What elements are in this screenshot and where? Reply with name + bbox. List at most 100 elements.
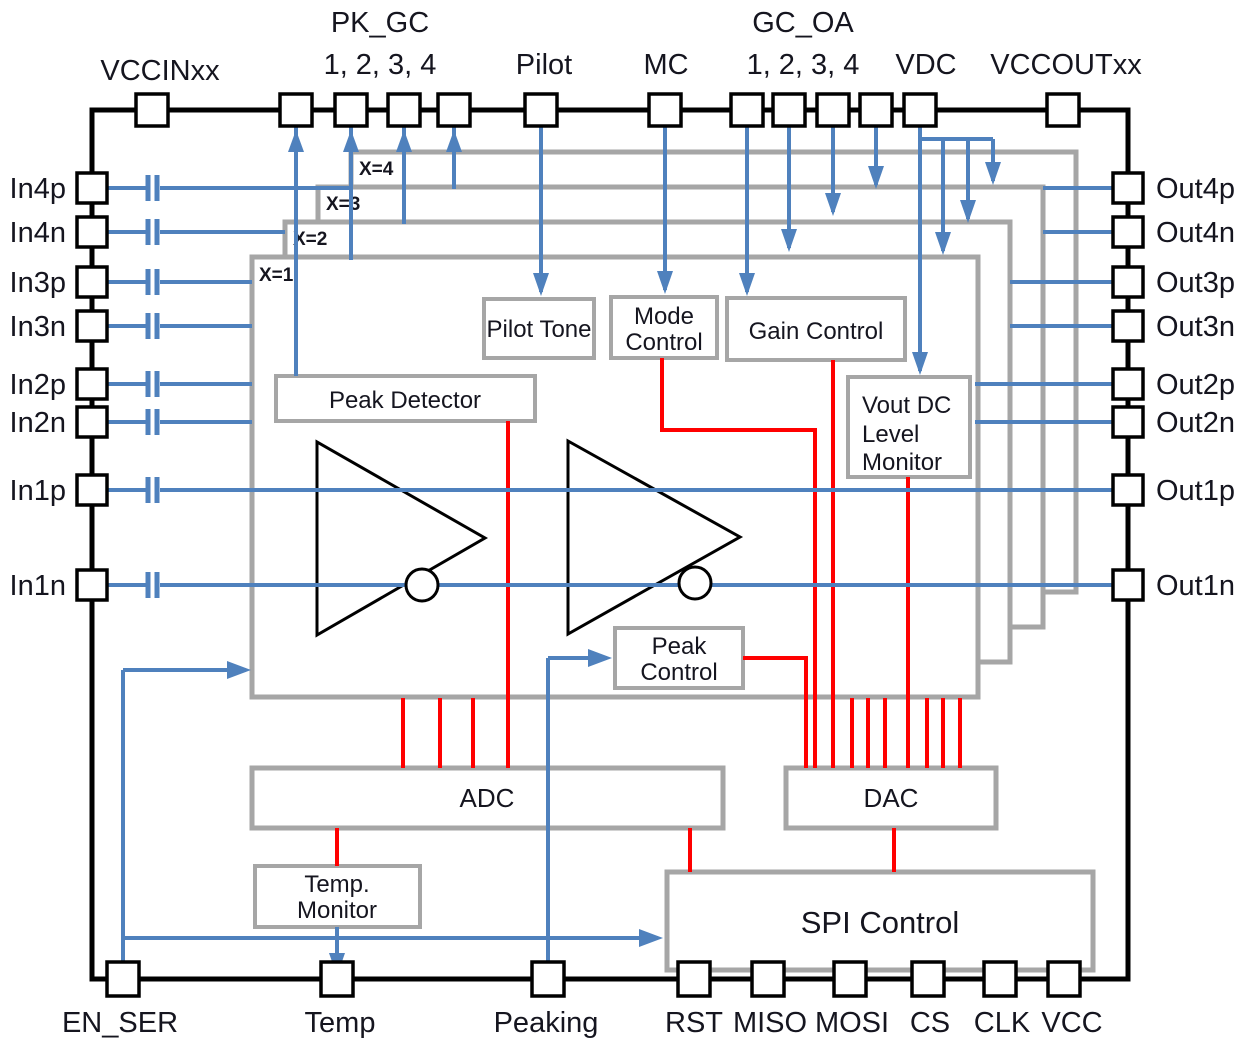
pin-pk-gc-4: [436, 92, 472, 128]
bottom-label-cs: CS: [910, 1007, 950, 1039]
arrow-up-icon: [396, 130, 412, 152]
bottom-label-mosi: MOSI: [815, 1007, 889, 1039]
arrow-down-icon: [960, 200, 976, 223]
pin-pk-gc-1: [278, 92, 314, 128]
top-label-gc-oa: GC_OA: [752, 7, 854, 39]
pin-in4n: [75, 215, 109, 249]
peak-detector-block: [274, 374, 537, 423]
right-label-out1p: Out1p: [1156, 475, 1235, 507]
pin-vdc: [902, 92, 938, 128]
gain-control-label: Gain Control: [749, 318, 884, 345]
left-label-in4n: In4n: [10, 217, 66, 249]
pin-mosi: [832, 960, 868, 998]
peak-control-label-line2: Control: [640, 659, 717, 686]
temp-monitor-block: [253, 864, 422, 929]
pin-in3p: [75, 265, 109, 299]
pins: [75, 92, 1145, 998]
pin-in2n: [75, 405, 109, 439]
pilot-tone-block: [482, 297, 596, 360]
arrow-down-icon: [657, 271, 673, 294]
channel-label-x1: X=1: [259, 265, 294, 286]
pin-gc-oa-2: [771, 92, 807, 128]
right-label-out3n: Out3n: [1156, 311, 1235, 343]
peak-control-to-dac-line: [743, 656, 808, 768]
left-label-in2p: In2p: [10, 369, 66, 401]
vout-dc-monitor-block: [846, 375, 972, 479]
input-line-in4n: [107, 219, 285, 245]
top-label-pk-gc-numbers: 1, 2, 3, 4: [324, 49, 437, 81]
pin-peaking: [530, 960, 566, 998]
arrow-down-icon: [739, 273, 755, 296]
right-label-out3p: Out3p: [1156, 267, 1235, 299]
bottom-label-temp: Temp: [305, 1007, 376, 1039]
left-label-in1n: In1n: [10, 570, 66, 602]
right-label-out4p: Out4p: [1156, 173, 1235, 205]
dac-label: DAC: [864, 783, 919, 813]
input-line-in3p: [107, 269, 252, 295]
channel-label-x4: X=4: [359, 159, 394, 180]
arrow-up-icon: [446, 130, 462, 152]
pin-pilot: [523, 92, 559, 128]
pin-out2p: [1111, 367, 1145, 401]
vout-dc-monitor-label-line1: Vout DC: [862, 392, 951, 419]
pin-cs: [910, 960, 946, 998]
vout-dc-monitor-label-line2: Level: [862, 421, 919, 448]
pin-gc-oa-1: [729, 92, 765, 128]
left-label-in3p: In3p: [10, 267, 66, 299]
input-line-in1p: [107, 477, 1128, 503]
bottom-label-peaking: Peaking: [494, 1007, 599, 1039]
left-label-in4p: In4p: [10, 173, 66, 205]
bottom-label-vcc: VCC: [1041, 1007, 1102, 1039]
peak-detector-label: Peak Detector: [329, 387, 481, 414]
pin-clk: [982, 960, 1018, 998]
peak-control-label-line1: Peak: [652, 633, 708, 660]
left-label-in3n: In3n: [10, 311, 66, 343]
bottom-label-rst: RST: [665, 1007, 723, 1039]
bottom-label-miso: MISO: [733, 1007, 807, 1039]
pin-out1p: [1111, 473, 1145, 507]
pin-labels: VCCINxx PK_GC 1, 2, 3, 4 Pilot MC GC_OA …: [10, 7, 1235, 1039]
arrow-right-icon: [588, 649, 612, 667]
temp-monitor-label-line1: Temp.: [304, 871, 369, 898]
top-label-vdc: VDC: [895, 49, 956, 81]
function-blocks: Pilot Tone Mode Control Gain Control Vou…: [249, 295, 1096, 973]
signal-lines-blue: [107, 126, 1128, 976]
pin-out4n: [1111, 215, 1145, 249]
top-label-gc-oa-numbers: 1, 2, 3, 4: [747, 49, 860, 81]
pin-in1n: [75, 568, 109, 602]
gain-control-block: [725, 296, 907, 362]
pin-temp: [319, 960, 355, 998]
pin-out3n: [1111, 309, 1145, 343]
pin-out2n: [1111, 405, 1145, 439]
arrow-down-icon: [985, 162, 1001, 185]
arrow-up-icon: [343, 130, 359, 152]
mode-control-label-line2: Control: [625, 329, 702, 356]
pin-out3p: [1111, 265, 1145, 299]
dac-block: [783, 765, 999, 831]
arrow-down-icon: [935, 232, 951, 255]
arrow-right-icon: [227, 661, 251, 679]
pin-pk-gc-3: [386, 92, 422, 128]
pin-out4p: [1111, 171, 1145, 205]
control-lines-red: [335, 358, 962, 872]
pin-rst: [676, 960, 712, 998]
pin-pk-gc-2: [333, 92, 369, 128]
pin-mc: [647, 92, 683, 128]
pilot-tone-label: Pilot Tone: [487, 316, 592, 343]
right-label-out2p: Out2p: [1156, 369, 1235, 401]
adc-block: [249, 765, 726, 831]
bottom-label-clk: CLK: [974, 1007, 1031, 1039]
pin-in1p: [75, 473, 109, 507]
input-line-in4p: [107, 175, 351, 201]
bottom-label-en-ser: EN_SER: [62, 1007, 178, 1039]
mode-control-block: [609, 295, 719, 360]
arrow-right-icon: [639, 929, 663, 947]
top-label-pk-gc: PK_GC: [331, 7, 429, 39]
arrow-down-icon: [781, 229, 797, 252]
pin-vccoutxx: [1045, 92, 1081, 128]
arrow-down-icon: [912, 352, 928, 375]
pin-vccinxx: [134, 92, 170, 128]
pin-in2p: [75, 367, 109, 401]
